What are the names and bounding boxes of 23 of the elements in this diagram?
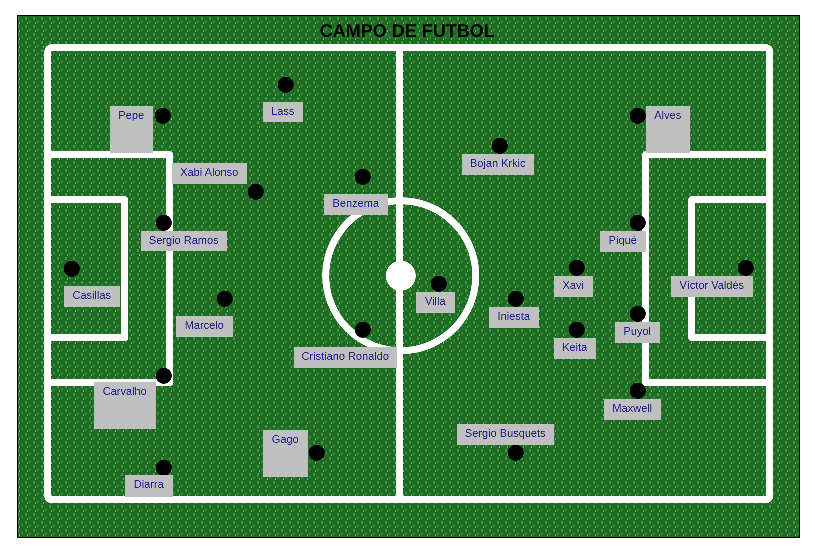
player-name-label: Iniesta [489, 307, 539, 328]
player-name-label: Piqué [600, 231, 646, 252]
player-name-label: Carvalho [94, 382, 156, 429]
player-name-label: Bojan Krkic [462, 154, 534, 175]
player-name-label: Cristiano Ronaldo [294, 347, 397, 368]
player-name-label: Diarra [125, 475, 173, 497]
player-name-label: Villa [416, 292, 455, 313]
player-name-label: Benzema [324, 194, 388, 215]
player-name-label: Sergio Busquets [457, 424, 554, 445]
player-name-label: Gago [263, 430, 308, 477]
player-name-label: Casillas [64, 286, 120, 307]
player-name-label: Marcelo [176, 316, 233, 337]
title: CAMPO DE FUTBOL [319, 20, 496, 42]
player-name-label: Xabi Alonso [172, 163, 247, 184]
player-name-label: Maxwell [604, 399, 661, 420]
player-name-label: Xavi [554, 276, 593, 297]
player-name-label: Puyol [615, 322, 660, 343]
player-name-label: Lass [263, 102, 303, 122]
player-name-label: Alves [646, 106, 690, 153]
player-name-label: Keita [554, 338, 596, 359]
player-name-label: Pepe [110, 106, 153, 153]
player-name-label: Sergio Ramos [141, 231, 227, 251]
player-name-label: Víctor Valdés [671, 276, 753, 297]
